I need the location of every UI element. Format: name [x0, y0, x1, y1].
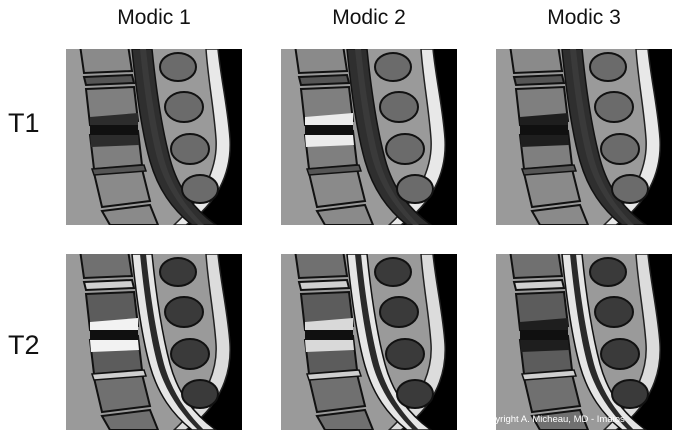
row-label-t2: T2: [8, 330, 40, 360]
panel-t1-modic3: [496, 49, 672, 225]
row-label-t1: T1: [8, 108, 40, 138]
panel-t2-modic2: [281, 254, 457, 430]
panel-t1-modic1: [66, 49, 242, 225]
column-title-1: Modic 1: [117, 6, 191, 29]
copyright-credit: Copyright A. Micheau, MD - Imaios: [478, 414, 625, 425]
panel-t1-modic2: [281, 49, 457, 225]
panel-t2-modic3: [496, 254, 672, 430]
panel-t2-modic1: [66, 254, 242, 430]
column-title-2: Modic 2: [332, 6, 406, 29]
column-title-3: Modic 3: [547, 6, 621, 29]
